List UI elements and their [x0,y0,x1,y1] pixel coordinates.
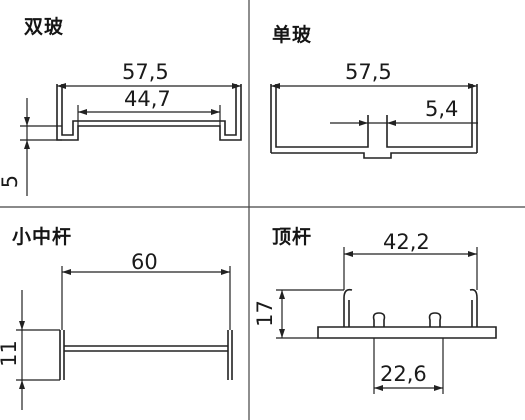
top-bar-top-width-label: 42,2 [383,230,430,254]
top-bar-height-arrow-top [279,290,285,299]
top-bar-title: 顶杆 [272,226,313,248]
double-glass-inner-width-label: 44,7 [124,87,171,111]
small-middle-bar-width-arrow-left [62,269,71,275]
double-glass-height-arrow-bottom [24,140,30,149]
small-middle-bar-height-label: 11 [0,340,21,367]
double-glass-inner-arrow-left [78,109,87,115]
small-middle-bar-drawing [16,266,233,410]
single-glass-slot-arrow-right [387,120,396,126]
single-glass-drawing [270,83,478,159]
small-middle-bar-height-arrow-bottom [19,380,25,389]
top-bar-height-label: 17 [252,300,277,327]
single-glass-slot-width-label: 5,4 [425,97,459,121]
small-middle-bar-width-arrow-right [221,269,230,275]
double-glass-overall-width-label: 57,5 [122,60,169,84]
double-glass-height-arrow-top [24,117,30,126]
top-bar-height-arrow-bottom [279,329,285,338]
top-bar-top-arrow-left [344,251,353,257]
top-bar-clip-right [428,312,442,327]
double-glass-title: 双玻 [24,16,65,38]
single-glass-overall-arrow-left [271,83,280,89]
single-glass-title: 单玻 [272,24,313,46]
double-glass-overall-arrow-left [57,83,66,89]
top-bar-clip-left [372,312,386,327]
top-bar-bottom-arrow-right [434,385,443,391]
single-glass-slot-arrow-left [359,120,368,126]
small-middle-bar-title: 小中杆 [12,226,73,248]
top-bar-top-arrow-right [468,251,477,257]
top-bar-profile [317,288,497,339]
single-glass-profile [270,84,478,159]
top-bar-drawing [276,247,497,394]
double-glass-inner-arrow-right [211,109,220,115]
top-bar-bottom-width-label: 22,6 [380,362,427,386]
top-bar-bottom-arrow-left [374,385,383,391]
small-middle-bar-height-arrow-top [19,321,25,330]
small-middle-bar-profile [59,330,233,380]
double-glass-height-label: 5 [0,174,23,189]
double-glass-drawing [20,83,242,196]
single-glass-overall-arrow-right [468,83,477,89]
double-glass-overall-arrow-right [232,83,241,89]
single-glass-overall-width-label: 57,5 [345,60,392,84]
small-middle-bar-width-label: 60 [131,250,158,274]
